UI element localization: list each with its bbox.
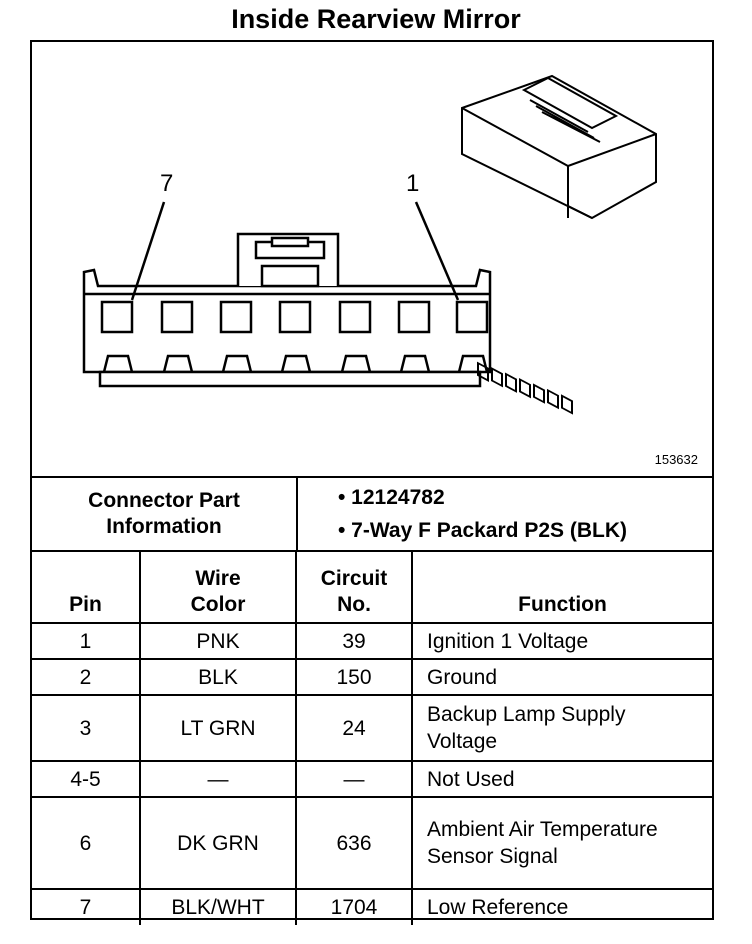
connector-description: • 7-Way F Packard P2S (BLK)	[338, 519, 627, 542]
circuit-cell: 24	[296, 694, 413, 761]
table-row: 6 DK GRN 636 Ambient Air Temperature Sen…	[32, 796, 712, 889]
pin-cell: 4-5	[32, 760, 141, 797]
pin-cell: 2	[32, 658, 141, 695]
table-row: 2 BLK 150 Ground	[32, 658, 712, 695]
function-cell: Ignition 1 Voltage	[412, 622, 712, 659]
connector-diagram: 7 1 153632	[32, 42, 712, 476]
wire-color-cell: DK GRN	[140, 796, 297, 889]
header-circuit-no: Circuit No.	[296, 550, 413, 623]
pin-7-label: 7	[160, 170, 174, 197]
circuit-cell: 150	[296, 658, 413, 695]
pin-table: Pin Wire Color Circuit No. Function 1 PN…	[32, 550, 712, 925]
pin-1-label: 1	[406, 170, 420, 197]
table-row: 3 LT GRN 24 Backup Lamp Supply Voltage	[32, 694, 712, 761]
circuit-cell: 39	[296, 622, 413, 659]
pin-cell: 3	[32, 694, 141, 761]
pin-cell: 7	[32, 888, 141, 925]
circuit-cell: 1704	[296, 888, 413, 925]
wire-color-cell: —	[140, 760, 297, 797]
header-function: Function	[412, 550, 712, 623]
connector-drawing	[82, 74, 657, 415]
page-title: Inside Rearview Mirror	[231, 4, 521, 34]
function-cell: Ground	[412, 658, 712, 695]
function-cell: Ambient Air Temperature Sensor Signal	[412, 796, 712, 889]
header-circuit-no-text: Circuit No.	[320, 567, 388, 616]
header-pin: Pin	[32, 550, 141, 623]
header-wire-color-text: Wire Color	[190, 567, 246, 616]
table-row: 1 PNK 39 Ignition 1 Voltage	[32, 622, 712, 659]
pin-cell: 1	[32, 622, 141, 659]
function-cell: Not Used	[412, 760, 712, 797]
wire-color-cell: PNK	[140, 622, 297, 659]
table-row: 4-5 — — Not Used	[32, 760, 712, 797]
function-cell: Low Reference	[412, 888, 712, 925]
wire-color-cell: BLK	[140, 658, 297, 695]
circuit-cell: —	[296, 760, 413, 797]
wire-color-cell: LT GRN	[140, 694, 297, 761]
function-cell: Backup Lamp Supply Voltage	[412, 694, 712, 761]
connector-info-label: Connector Part Information	[32, 476, 298, 550]
connector-info-table: Connector Part Information • 12124782 • …	[32, 476, 712, 550]
circuit-cell: 636	[296, 796, 413, 889]
wire-color-cell: BLK/WHT	[140, 888, 297, 925]
figure-number: 153632	[654, 452, 698, 467]
part-number: • 12124782	[338, 486, 445, 509]
pin-cell: 6	[32, 796, 141, 889]
table-row: 7 BLK/WHT 1704 Low Reference	[32, 888, 712, 925]
connector-info-values: • 12124782 • 7-Way F Packard P2S (BLK)	[297, 476, 712, 550]
connector-frame: 7 1 153632 Connector Part Information • …	[30, 40, 714, 925]
header-wire-color: Wire Color	[140, 550, 297, 623]
